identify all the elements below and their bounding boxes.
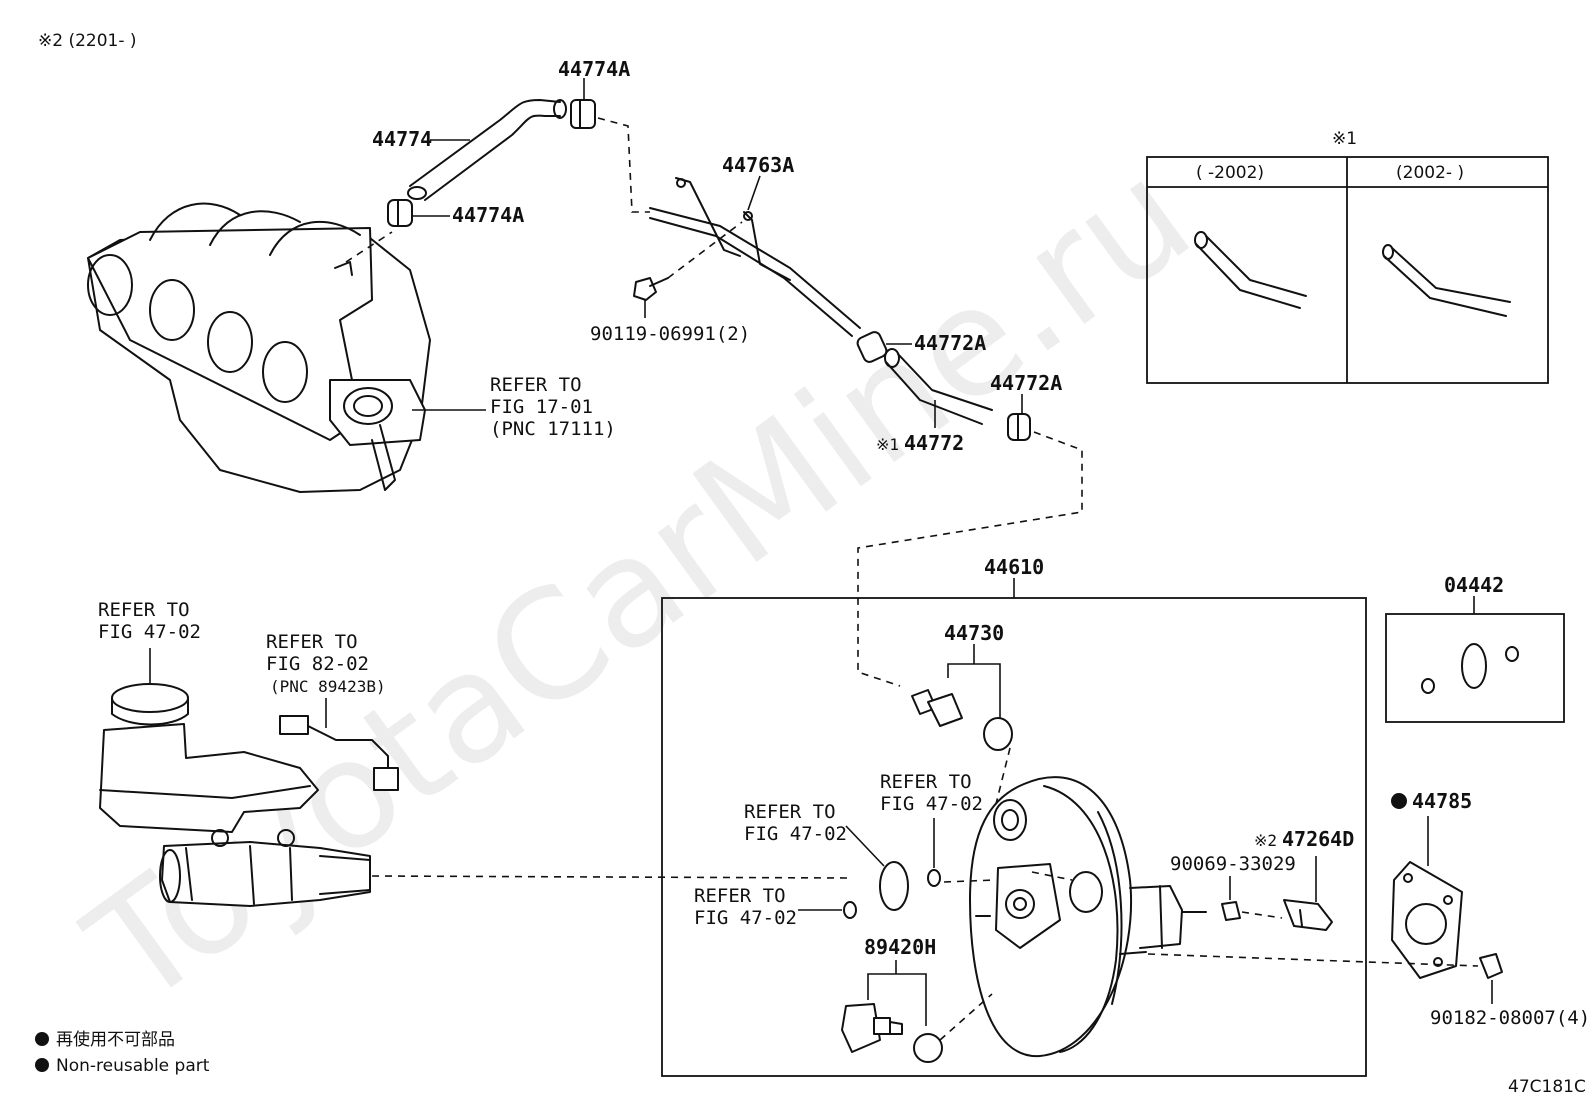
nut-90182 bbox=[1479, 953, 1503, 979]
hose-to-valve-dash bbox=[857, 431, 1083, 687]
manifold-to-clamp-dash bbox=[345, 231, 393, 263]
stud-to-nut-dash bbox=[1147, 953, 1479, 967]
refer-manifold: REFER TO FIG 17-01 (PNC 17111) bbox=[490, 374, 616, 440]
label-90182: 90182-08007(4) bbox=[1430, 1007, 1590, 1029]
hose-44772 bbox=[884, 348, 993, 425]
svg-text:FIG 82-02: FIG 82-02 bbox=[266, 653, 369, 675]
label-89420H: 89420H bbox=[864, 935, 936, 959]
pipe-44763A bbox=[649, 177, 861, 337]
label-44772A-2: 44772A bbox=[990, 371, 1062, 395]
inset-hose-new bbox=[1382, 244, 1511, 317]
label-44772-mark: ※1 bbox=[876, 435, 899, 454]
label-04442: 04442 bbox=[1444, 573, 1504, 597]
intake-manifold bbox=[87, 202, 431, 493]
grommet-44730 bbox=[983, 717, 1013, 751]
label-90119: 90119-06991(2) bbox=[590, 323, 750, 345]
label-90069: 90069-33029 bbox=[1170, 853, 1296, 875]
kit-04442-frame bbox=[1385, 613, 1565, 723]
small-nut-left bbox=[843, 901, 857, 919]
label-44730: 44730 bbox=[944, 621, 1004, 645]
inset-hose-old bbox=[1194, 231, 1307, 309]
bracket-89420H bbox=[867, 973, 927, 1026]
inset-note: ※1 bbox=[1332, 129, 1357, 149]
svg-text:FIG 47-02: FIG 47-02 bbox=[98, 621, 201, 643]
clamp-44772A-2 bbox=[1007, 413, 1031, 441]
svg-text:FIG 47-02: FIG 47-02 bbox=[744, 823, 847, 845]
small-nut-center bbox=[927, 869, 941, 887]
refer-reservoir: REFER TO FIG 47-02 bbox=[98, 599, 201, 643]
brake-booster bbox=[969, 776, 1207, 1058]
label-44763A: 44763A bbox=[722, 153, 794, 177]
legend-dot-jp bbox=[35, 1032, 49, 1046]
inset-col-right: (2002- ) bbox=[1396, 163, 1464, 183]
svg-text:FIG 47-02: FIG 47-02 bbox=[880, 793, 983, 815]
legend-en: Non-reusable part bbox=[56, 1056, 210, 1076]
inset-col-left: ( -2002) bbox=[1196, 163, 1264, 183]
grommet-to-booster-dash bbox=[995, 747, 1011, 805]
svg-text:FIG 47-02: FIG 47-02 bbox=[694, 907, 797, 929]
hose-44774 bbox=[407, 99, 567, 201]
svg-text:(PNC 89423B): (PNC 89423B) bbox=[270, 677, 386, 696]
label-44610: 44610 bbox=[984, 555, 1044, 579]
label-44774A-low: 44774A bbox=[452, 203, 524, 227]
label-44774: 44774 bbox=[372, 127, 432, 151]
level-sensor bbox=[279, 715, 399, 791]
clamp-44774A-top bbox=[570, 99, 596, 129]
label-47264D: 47264D bbox=[1282, 827, 1354, 851]
clevis-47264D bbox=[1283, 899, 1333, 931]
gasket-44785 bbox=[1391, 861, 1463, 979]
leader-refer-center-a bbox=[845, 825, 885, 867]
svg-text:FIG 17-01: FIG 17-01 bbox=[490, 396, 593, 418]
clamp-to-pipe-dash bbox=[597, 117, 650, 213]
label-44774A-top: 44774A bbox=[558, 57, 630, 81]
refer-center-c: REFER TO FIG 47-02 bbox=[694, 885, 797, 929]
center-dash bbox=[1031, 871, 1073, 881]
check-valve bbox=[911, 689, 963, 727]
nut-90069 bbox=[1221, 901, 1241, 921]
svg-text:REFER TO: REFER TO bbox=[744, 801, 836, 823]
svg-text:REFER TO: REFER TO bbox=[98, 599, 190, 621]
refer-center-a: REFER TO FIG 47-02 bbox=[744, 801, 847, 845]
svg-text:REFER TO: REFER TO bbox=[694, 885, 786, 907]
kit-04442-parts bbox=[1421, 643, 1519, 694]
label-44785: 44785 bbox=[1412, 789, 1472, 813]
clamp-44774A-low bbox=[387, 199, 413, 227]
cylinder-to-booster-dash bbox=[371, 875, 849, 879]
grommet-89420H bbox=[913, 1033, 943, 1063]
inset-table bbox=[1146, 156, 1549, 384]
label-44772A-1: 44772A bbox=[914, 331, 986, 355]
sensor-to-booster-dash bbox=[939, 993, 993, 1041]
label-47264D-mark: ※2 bbox=[1254, 831, 1277, 850]
figure-code: 47C181C bbox=[1508, 1077, 1586, 1097]
leader-44763A bbox=[747, 175, 761, 211]
nut-to-clevis-dash bbox=[1241, 911, 1283, 919]
legend-jp: 再使用不可部品 bbox=[56, 1029, 175, 1050]
variant-note: ※2 (2201- ) bbox=[38, 31, 137, 51]
clamp-44772A-1 bbox=[856, 331, 888, 363]
label-44772: 44772 bbox=[904, 431, 964, 455]
bolt-90119 bbox=[633, 277, 669, 301]
svg-text:REFER TO: REFER TO bbox=[490, 374, 582, 396]
svg-text:REFER TO: REFER TO bbox=[880, 771, 972, 793]
svg-text:(PNC 17111): (PNC 17111) bbox=[490, 418, 616, 440]
refer-sensor: REFER TO FIG 82-02 (PNC 89423B) bbox=[266, 631, 386, 696]
legend-dot-en bbox=[35, 1058, 49, 1072]
bolt-to-bracket-dash bbox=[667, 221, 743, 279]
master-cylinder-body bbox=[159, 829, 371, 907]
svg-text:REFER TO: REFER TO bbox=[266, 631, 358, 653]
oring-to-booster-dash bbox=[943, 879, 997, 883]
vacuum-sensor-89420H bbox=[841, 1003, 903, 1053]
oring-center bbox=[879, 861, 909, 911]
refer-center-b: REFER TO FIG 47-02 bbox=[880, 771, 983, 815]
non-reusable-dot-44785 bbox=[1391, 793, 1407, 809]
